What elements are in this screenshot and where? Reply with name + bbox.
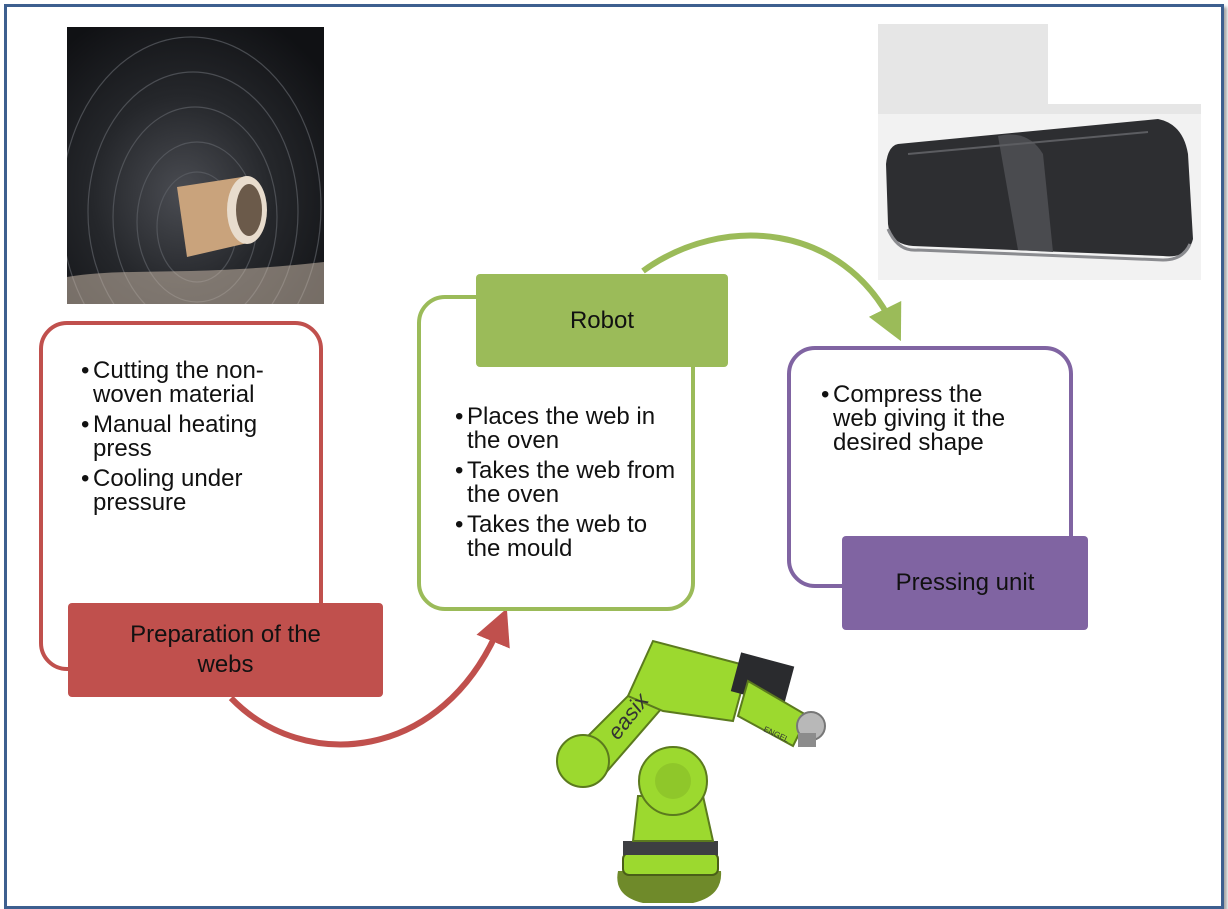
pressed-part-image	[878, 24, 1201, 280]
robot-arm-image: easix ENGEL	[556, 639, 826, 903]
prep-label: Preparation of the webs	[68, 603, 383, 697]
arrow-robot-to-press	[641, 232, 902, 342]
flow-arrows	[228, 232, 902, 748]
robot-bullet-2: Takes the web from the oven	[455, 459, 680, 507]
arrow-prep-to-robot	[228, 608, 510, 748]
robot-bullet-list: Places the web in the oven Takes the web…	[455, 405, 680, 567]
prep-bullet-list: Cutting the non-woven material Manual he…	[81, 359, 311, 521]
prep-bullet-3: Cooling under pressure	[81, 467, 311, 515]
diagram-frame: Cutting the non-woven material Manual he…	[4, 4, 1224, 909]
nonwoven-roll-image	[67, 27, 324, 304]
robot-bullet-1: Places the web in the oven	[455, 405, 680, 453]
press-bullet-1: Compress the web giving it the desired s…	[821, 383, 1031, 455]
robot-label: Robot	[476, 274, 728, 367]
press-bullet-list: Compress the web giving it the desired s…	[821, 383, 1031, 461]
press-label: Pressing unit	[842, 536, 1088, 630]
prep-bullet-2: Manual heating press	[81, 413, 311, 461]
press-label-text: Pressing unit	[895, 569, 1035, 596]
prep-bullet-1: Cutting the non-woven material	[81, 359, 311, 407]
robot-bullet-3: Takes the web to the mould	[455, 513, 680, 561]
prep-label-text: Preparation of the webs	[130, 621, 321, 678]
robot-label-text: Robot	[569, 306, 635, 334]
